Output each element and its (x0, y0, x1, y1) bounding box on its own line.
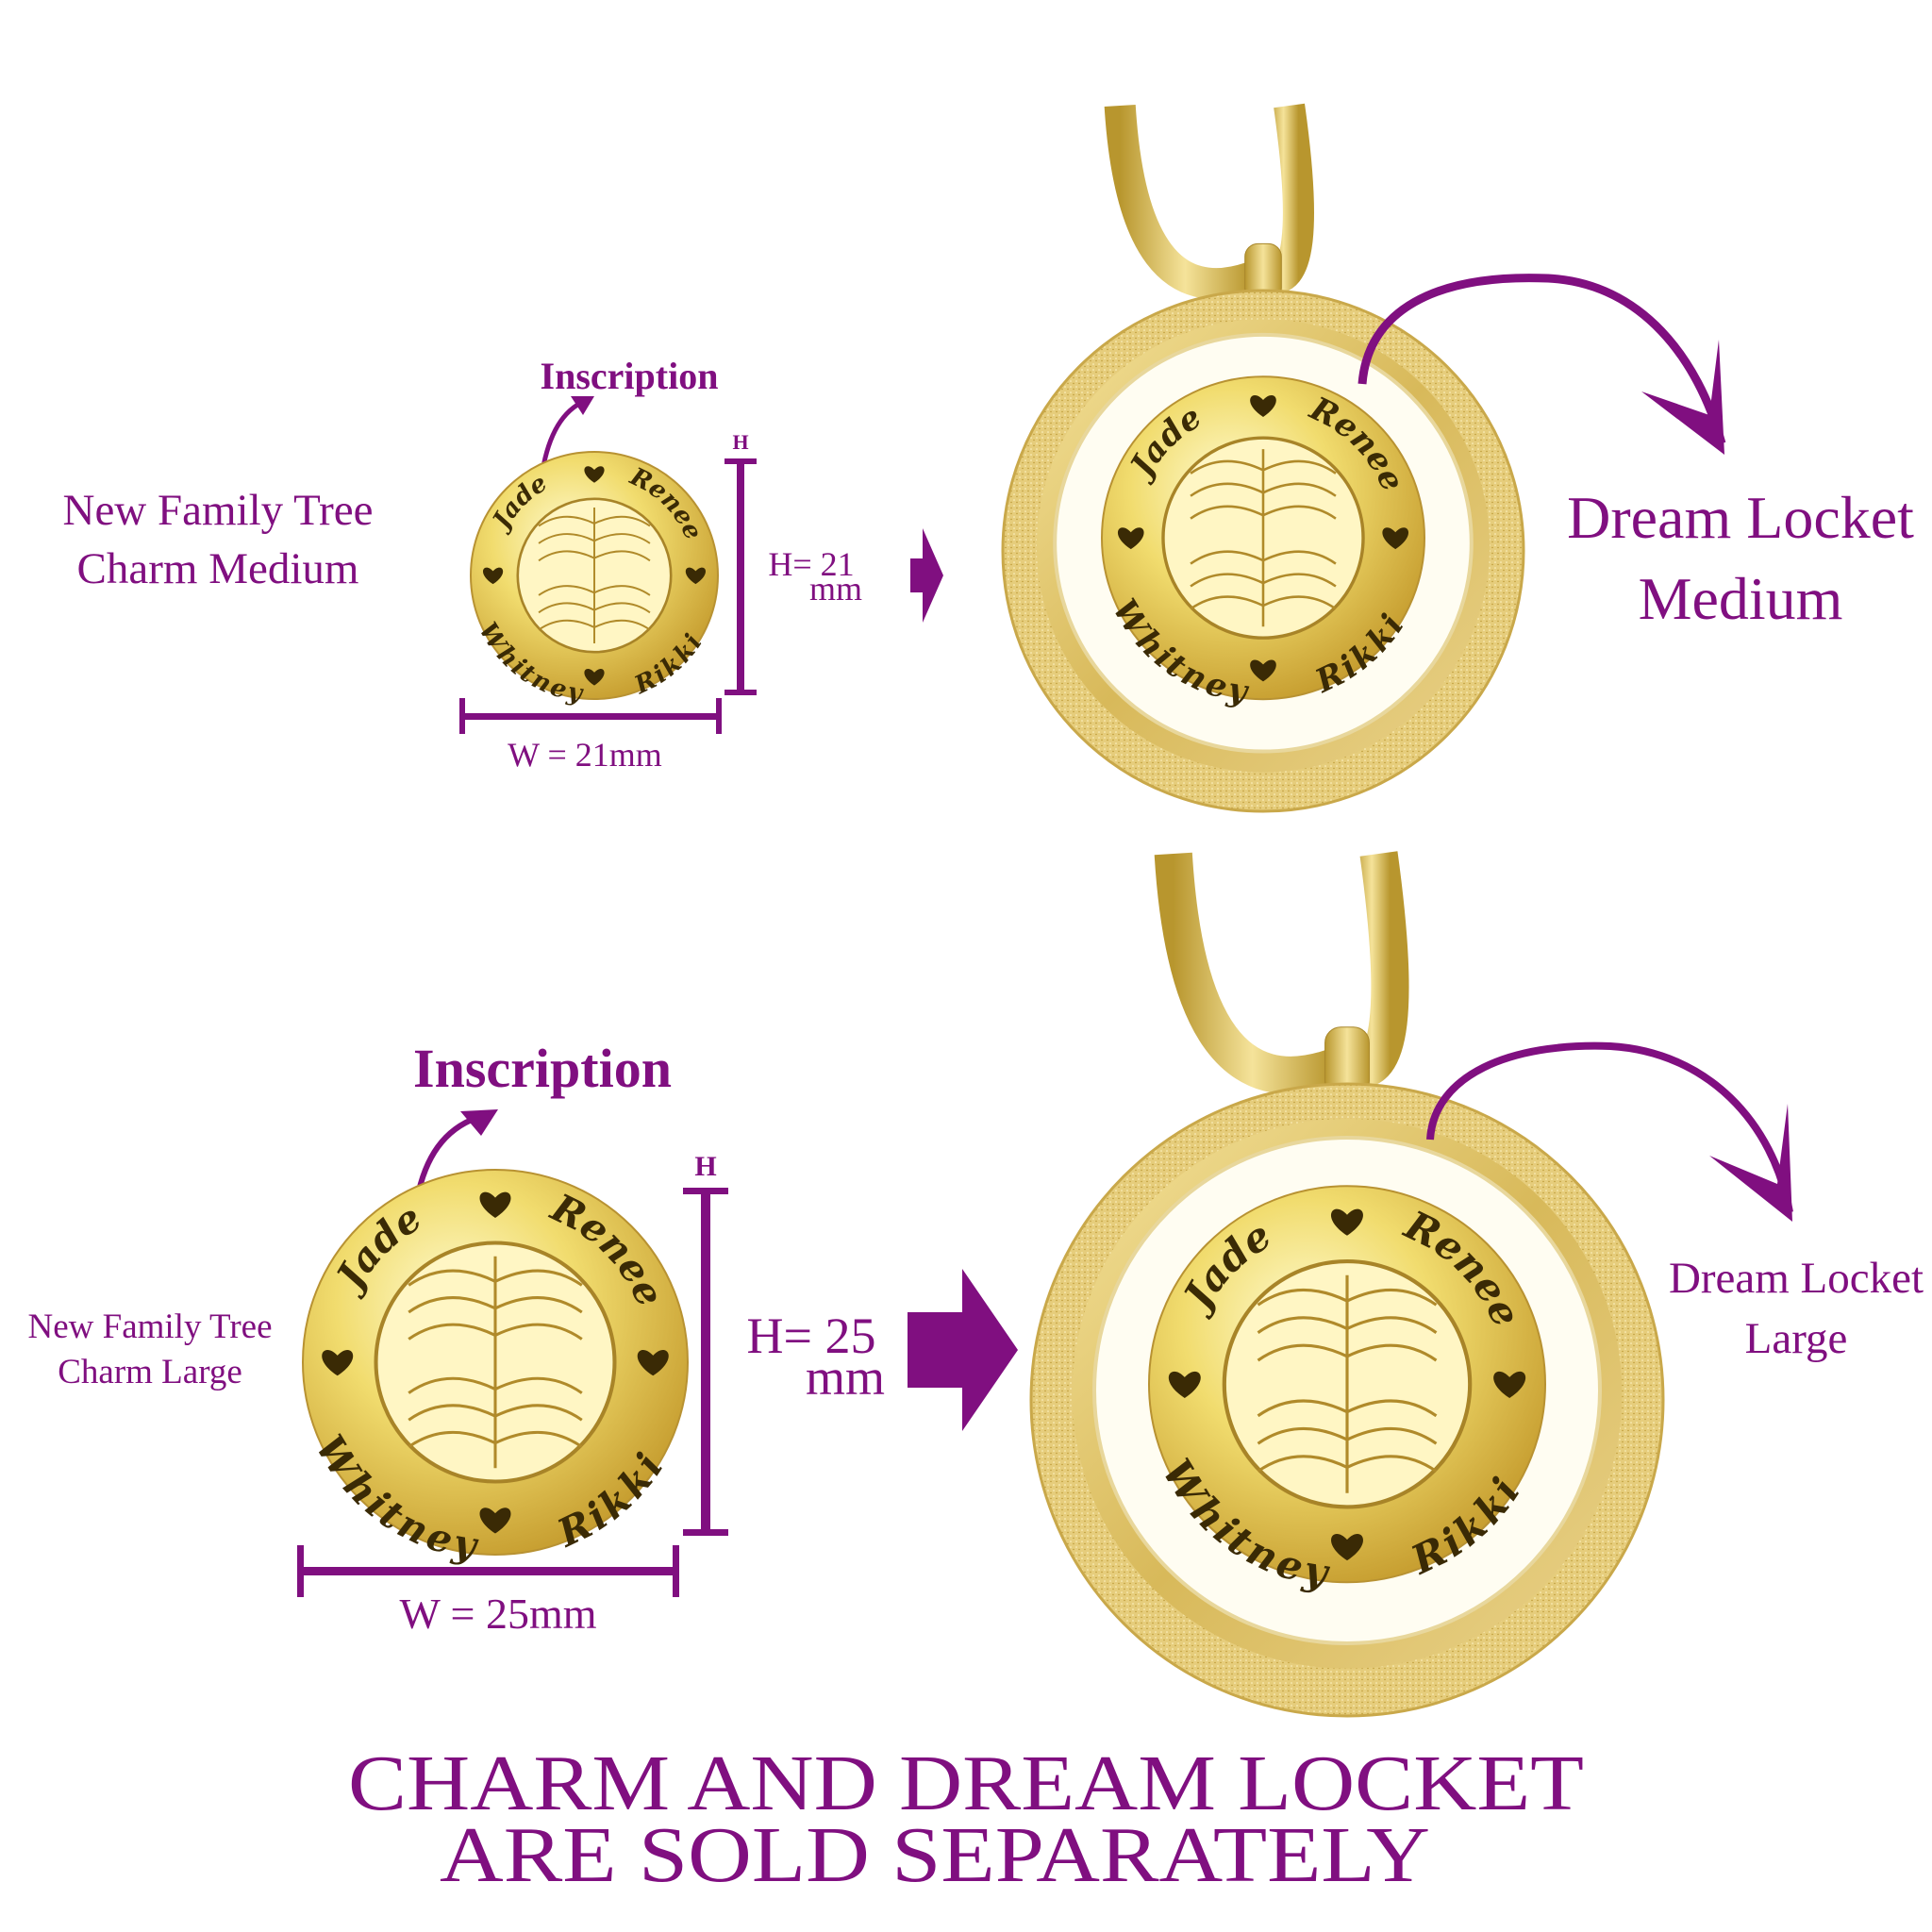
medium-height-value: H= 21 (768, 545, 854, 583)
large-width-bar-cap-right (673, 1545, 679, 1597)
heart-icon (1331, 1208, 1363, 1236)
medium-inscription-label: Inscription (541, 355, 719, 397)
heart-icon (1250, 395, 1276, 417)
large-height-marker: H (694, 1151, 716, 1182)
medium-arrow-right-icon (910, 528, 943, 623)
heart-icon (1168, 1371, 1201, 1398)
heart-icon (584, 669, 605, 686)
chain-left (1154, 852, 1338, 1095)
large-height-bar (701, 1191, 710, 1532)
medium-locket-label-line1: Dream Locket (1567, 484, 1914, 551)
large-height-value: H= 25 (747, 1307, 876, 1364)
medium-width-bar (462, 713, 719, 720)
heart-icon (482, 567, 504, 585)
tree-of-life-icon (1257, 1274, 1438, 1493)
large-locket-label-line1: Dream Locket (1669, 1254, 1924, 1303)
heart-icon (1493, 1371, 1526, 1398)
large-arrow-right-icon (908, 1269, 1018, 1431)
large-height-bar-cap-top (683, 1188, 728, 1194)
heart-icon (322, 1349, 354, 1376)
medium-height-marker: H (732, 430, 748, 454)
sold-separately-line2: ARE SOLD SEPARATELY (440, 1811, 1430, 1899)
tree-of-life-icon (538, 507, 651, 644)
medium-width-bar-cap-left (459, 698, 465, 734)
tree-of-life-icon (408, 1256, 583, 1469)
medium-width-value: W = 21mm (508, 736, 662, 774)
medium-locket-pointer-arrow (1357, 274, 1726, 445)
large-charm-label-line2: Charm Large (58, 1353, 242, 1391)
heart-icon (685, 567, 707, 585)
medium-height-unit: mm (809, 570, 862, 608)
medium-inscription-arrowhead-icon (571, 396, 594, 415)
medium-width-bar-cap-right (716, 698, 722, 734)
heart-icon (1117, 527, 1144, 550)
heart-icon (1382, 527, 1409, 550)
medium-height-bar-cap-bottom (724, 690, 757, 695)
heart-icon (479, 1507, 511, 1534)
heart-icon (1331, 1534, 1363, 1561)
large-locket-arrowhead-icon (1709, 1104, 1792, 1222)
large-height-bar-cap-bottom (683, 1529, 728, 1536)
medium-height-bar (737, 462, 744, 691)
heart-icon (584, 466, 605, 483)
large-locket-pointer-arrow (1426, 1041, 1793, 1213)
heart-icon (637, 1349, 669, 1376)
large-width-bar-cap-left (297, 1545, 304, 1597)
large-width-value: W = 25mm (399, 1590, 596, 1638)
large-inscription-arrowhead-icon (460, 1109, 498, 1136)
medium-locket-label-line2: Medium (1639, 565, 1843, 632)
sold-separately-line1: CHARM AND DREAM LOCKET (348, 1740, 1584, 1827)
medium-charm-label-line2: Charm Medium (77, 544, 359, 593)
large-locket-label-line2: Large (1745, 1314, 1848, 1363)
large-height-unit: mm (806, 1349, 885, 1406)
heart-icon (479, 1191, 511, 1218)
medium-charm-label-line1: New Family Tree (63, 486, 374, 535)
chain-left (1104, 104, 1256, 300)
large-inscription-label: Inscription (413, 1038, 672, 1099)
heart-icon (1250, 659, 1276, 682)
tree-of-life-icon (1190, 449, 1337, 627)
large-width-bar (300, 1567, 676, 1575)
large-charm-label-line1: New Family Tree (28, 1307, 273, 1346)
medium-locket-arrowhead-icon (1641, 340, 1724, 455)
medium-height-bar-cap-top (724, 458, 757, 464)
